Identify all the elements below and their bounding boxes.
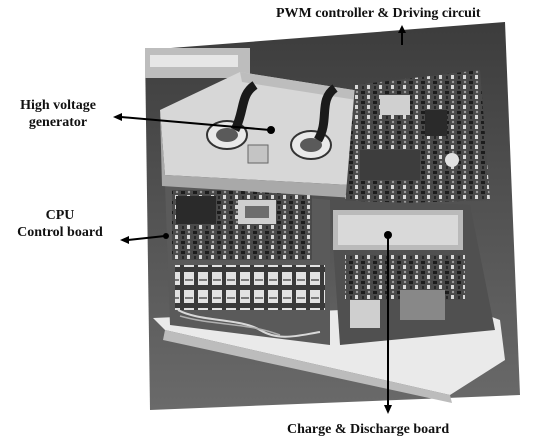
label-pwm-controller: PWM controller & Driving circuit bbox=[276, 6, 481, 21]
label-high-voltage-line2: generator bbox=[28, 115, 88, 130]
label-cpu-line1: CPU bbox=[45, 208, 75, 223]
label-high-voltage-generator: High voltage generator bbox=[5, 97, 111, 131]
label-charge-discharge-board: Charge & Discharge board bbox=[287, 422, 450, 437]
label-cpu-line2: Control board bbox=[17, 225, 103, 240]
label-high-voltage-line1: High voltage bbox=[20, 98, 96, 113]
label-cpu-control-board: CPU Control board bbox=[6, 207, 114, 241]
